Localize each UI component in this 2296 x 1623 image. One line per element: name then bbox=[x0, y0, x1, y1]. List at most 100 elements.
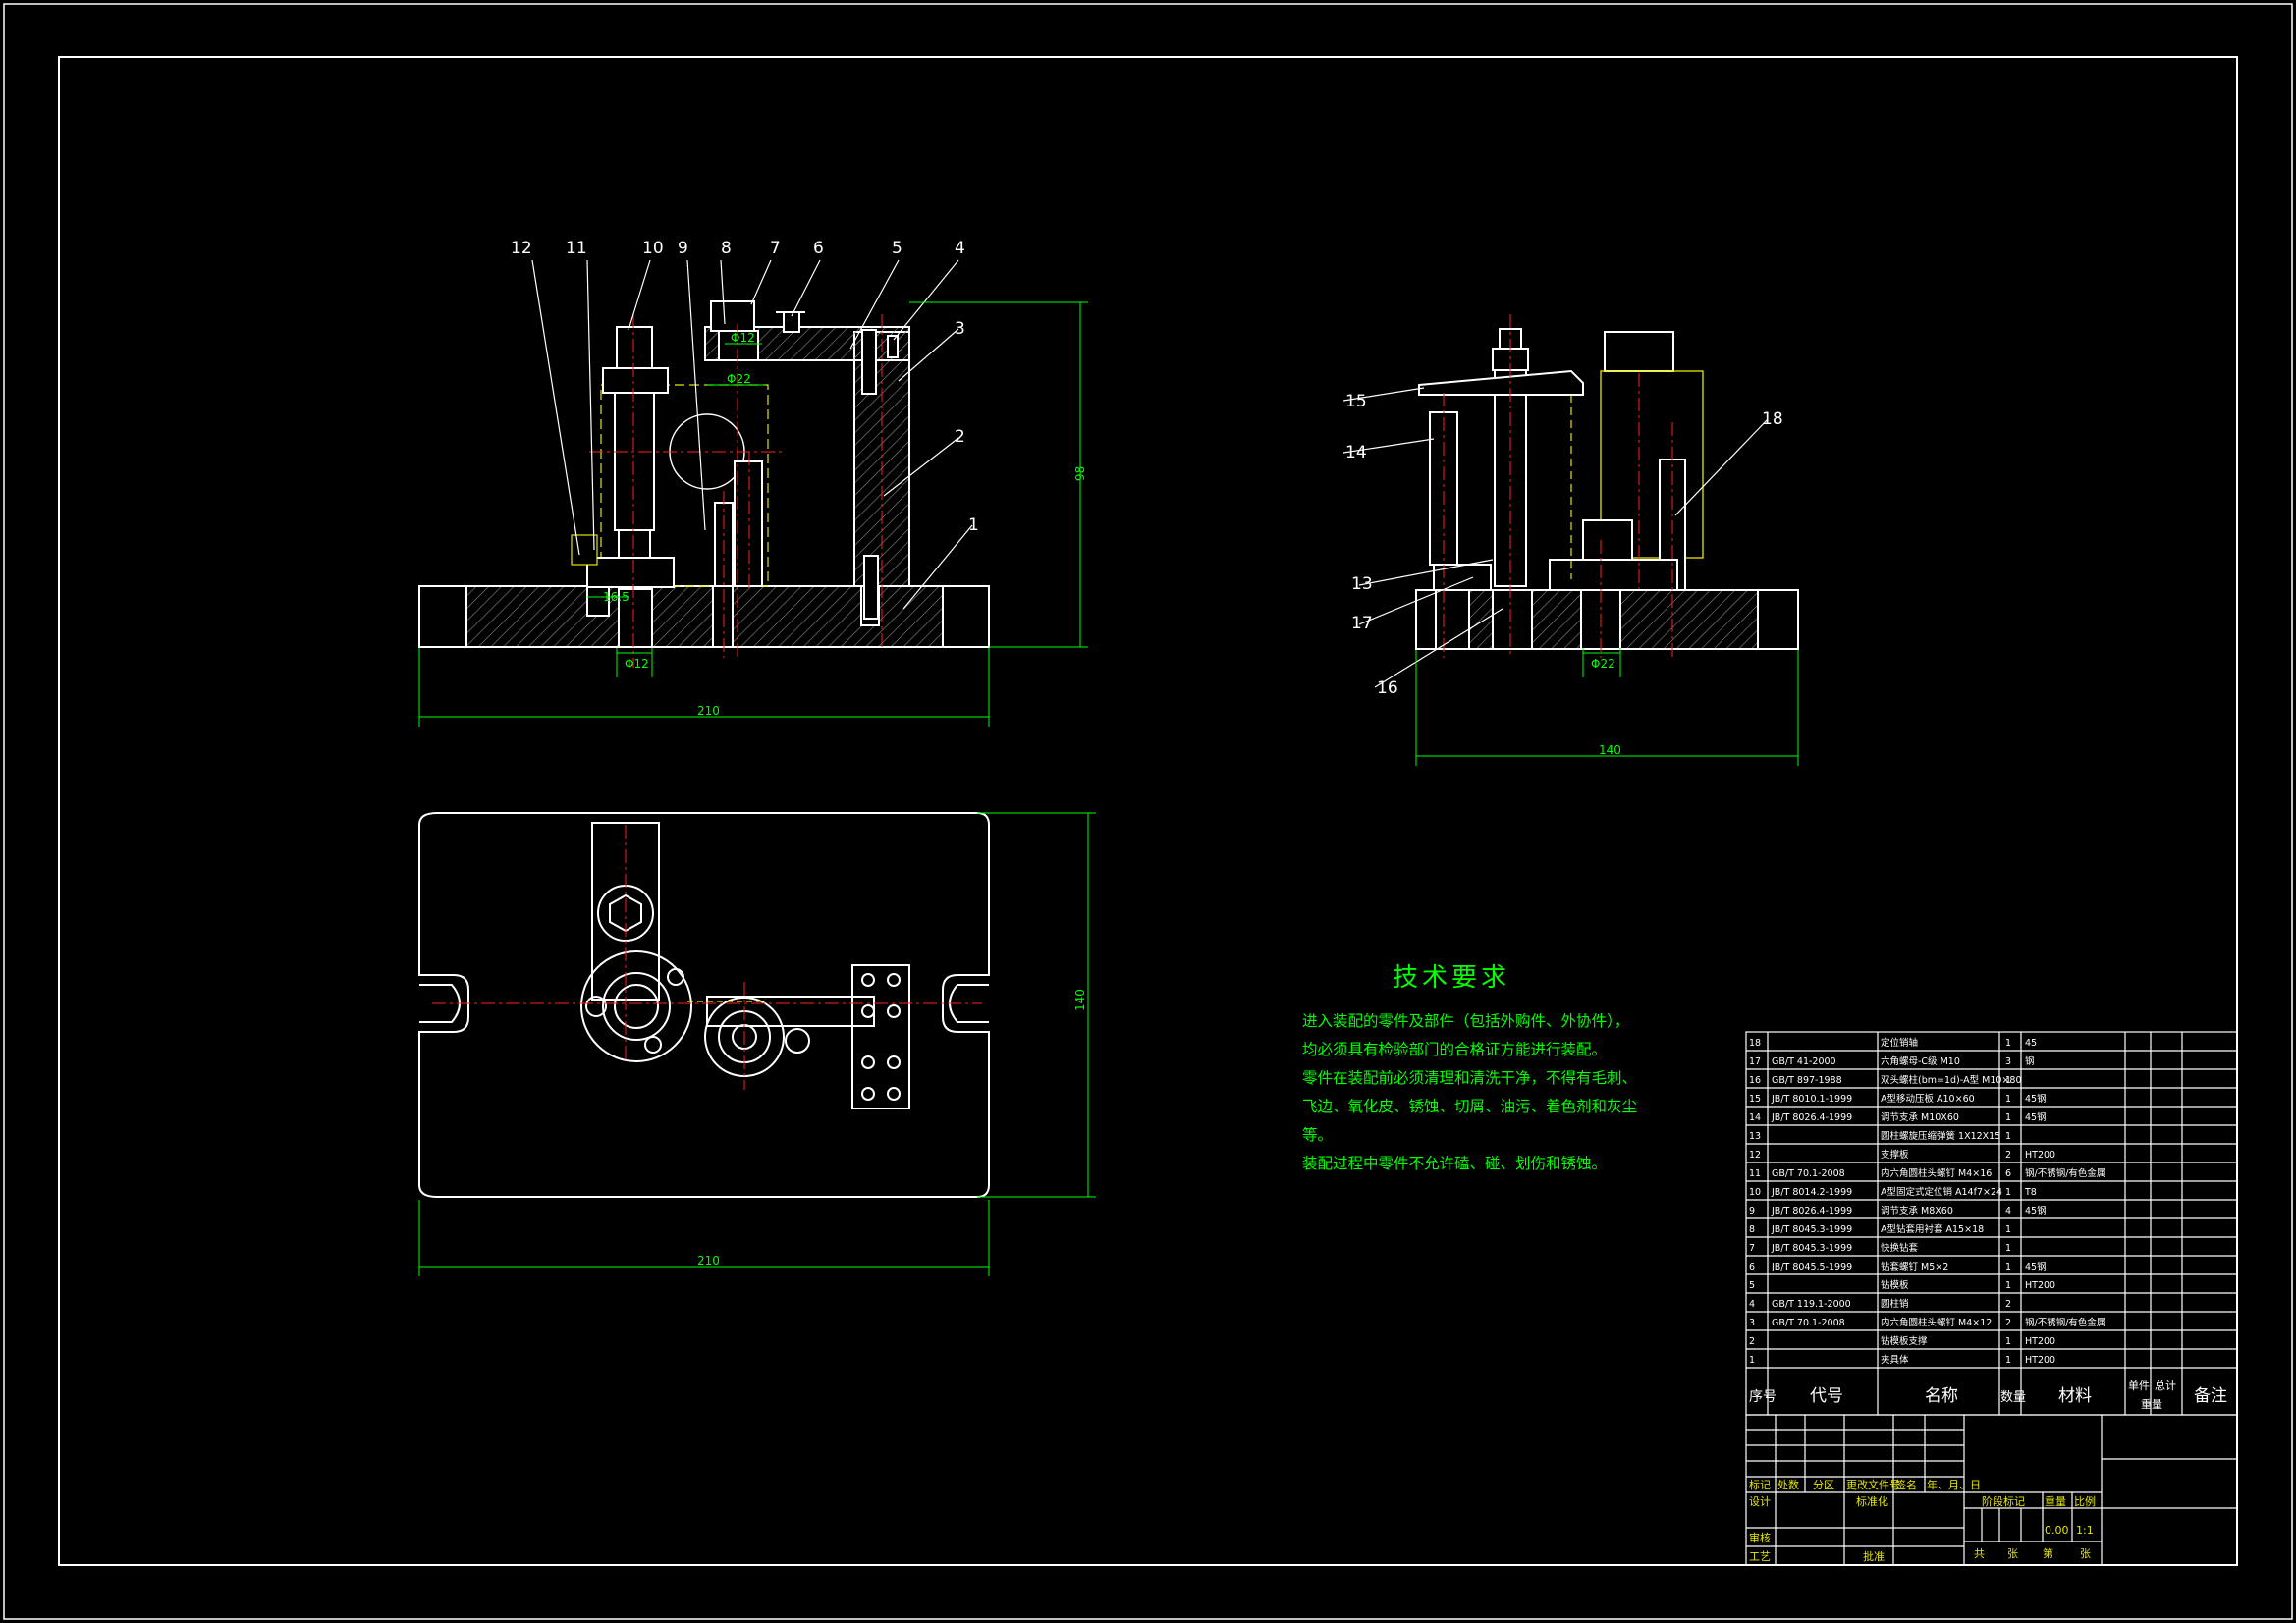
dim-hole-mid: Φ22 bbox=[727, 372, 751, 386]
bom-cell-qty: 1 bbox=[2005, 1336, 2011, 1347]
bom-cell-name: 钻模板 bbox=[1881, 1279, 1909, 1291]
bom-cell-qty: 2 bbox=[2005, 1150, 2011, 1161]
bom-cell-seq: 2 bbox=[1749, 1336, 1755, 1347]
balloon-10: 10 bbox=[642, 239, 664, 258]
balloon-4: 4 bbox=[955, 239, 965, 258]
bom-cell-seq: 13 bbox=[1749, 1131, 1761, 1142]
dim-front-width: 210 bbox=[697, 704, 720, 718]
tb-scale-value: 1:1 bbox=[2076, 1524, 2094, 1537]
bom-cell-seq: 4 bbox=[1749, 1299, 1755, 1310]
bom-cell-name: 钻模板支撑 bbox=[1881, 1335, 1928, 1347]
bom-cell-name: 内六角圆柱头螺钉 M4×12 bbox=[1881, 1317, 1992, 1328]
bom-cell-name: A型移动压板 A10×60 bbox=[1881, 1093, 1975, 1105]
bom-cell-seq: 1 bbox=[1749, 1355, 1755, 1366]
bom-cell-name: 内六角圆柱头螺钉 M4×16 bbox=[1881, 1167, 1992, 1179]
bom-cell-seq: 18 bbox=[1749, 1038, 1761, 1049]
bom-cell-code: GB/T 70.1-2008 bbox=[1772, 1168, 1845, 1179]
bom-cell-code: JB/T 8026.4-1999 bbox=[1771, 1206, 1852, 1217]
bom-header-qty: 数量 bbox=[2000, 1390, 2026, 1405]
bom-cell-name: 六角螺母-C级 M10 bbox=[1881, 1055, 1960, 1067]
tb-label-zone: 分区 bbox=[1813, 1479, 1834, 1491]
tech-line: 零件在装配前必须清理和清洗干净，不得有毛刺、 bbox=[1302, 1069, 1638, 1087]
title-block bbox=[1745, 1414, 2238, 1566]
tech-line: 飞边、氧化皮、锈蚀、切屑、油污、着色剂和灰尘 bbox=[1302, 1098, 1638, 1115]
bom-cell-code: JB/T 8045.5-1999 bbox=[1771, 1262, 1852, 1272]
bom-header-weight: 重量 bbox=[2141, 1397, 2162, 1411]
tb-standardize: 标准化 bbox=[1856, 1494, 1888, 1508]
bom-cell-material: HT200 bbox=[2025, 1336, 2055, 1347]
bom-cell-material: 45 bbox=[2025, 1038, 2037, 1049]
tb-process: 工艺 bbox=[1749, 1550, 1771, 1563]
bom-cell-qty: 1 bbox=[2005, 1075, 2011, 1086]
tb-weight-value: 0.00 bbox=[2045, 1524, 2069, 1537]
bom-cell-seq: 8 bbox=[1749, 1224, 1755, 1235]
bom-cell-name: 支撑板 bbox=[1881, 1149, 1909, 1161]
bom-cell-seq: 3 bbox=[1749, 1318, 1755, 1328]
bom-cell-qty: 1 bbox=[2005, 1038, 2011, 1049]
dim-hole-small: Φ12 bbox=[731, 331, 755, 345]
bom-cell-seq: 5 bbox=[1749, 1280, 1755, 1291]
bom-cell-qty: 3 bbox=[2005, 1056, 2011, 1067]
balloon-1: 1 bbox=[968, 515, 979, 535]
bom-header-remark: 备注 bbox=[2194, 1386, 2227, 1406]
bom-cell-material: 45钢 bbox=[2025, 1111, 2047, 1123]
bom-cell-material: 45钢 bbox=[2025, 1205, 2047, 1217]
tb-sheets-label-2: 张 bbox=[2080, 1547, 2091, 1560]
tb-label-mark: 标记 bbox=[1749, 1478, 1771, 1491]
bom-cell-code: JB/T 8045.3-1999 bbox=[1771, 1224, 1852, 1235]
balloon-15: 15 bbox=[1345, 392, 1367, 411]
tb-label-docno: 更改文件号 bbox=[1846, 1478, 1900, 1491]
bom-header-unit: 单件 bbox=[2128, 1380, 2150, 1392]
front-balloons: 12 11 10 9 8 7 6 5 4 3 2 1 bbox=[511, 239, 979, 535]
front-view bbox=[418, 259, 1088, 727]
bom-cell-code: GB/T 119.1-2000 bbox=[1772, 1299, 1851, 1310]
balloon-2: 2 bbox=[955, 427, 965, 447]
bom-cell-material: 钢/不锈钢/有色金属 bbox=[2025, 1317, 2105, 1328]
side-balloons: 15 14 13 17 16 18 bbox=[1345, 392, 1783, 698]
top-view bbox=[418, 812, 1096, 1276]
tb-sheets-no: 第 bbox=[2043, 1546, 2053, 1560]
bom-cell-seq: 17 bbox=[1749, 1056, 1761, 1067]
bom-cell-material: 钢 bbox=[2025, 1055, 2035, 1067]
bom-cell-code: JB/T 8026.4-1999 bbox=[1771, 1112, 1852, 1123]
balloon-13: 13 bbox=[1351, 574, 1373, 594]
dim-hole-base: Φ12 bbox=[625, 657, 649, 671]
bom-cell-name: 快换钻套 bbox=[1881, 1242, 1919, 1254]
bom-cell-material: 45钢 bbox=[2025, 1093, 2047, 1105]
tb-review: 审核 bbox=[1749, 1531, 1771, 1544]
bom-header-total: 总计 bbox=[2155, 1379, 2176, 1392]
bom-header-name: 名称 bbox=[1925, 1386, 1958, 1406]
bom-cell-seq: 15 bbox=[1749, 1094, 1761, 1105]
balloon-16: 16 bbox=[1377, 678, 1398, 698]
bom-cell-qty: 1 bbox=[2005, 1112, 2011, 1123]
tb-stage-mark: 阶段标记 bbox=[1982, 1494, 2025, 1508]
top-dimensions: 210 140 bbox=[697, 989, 1087, 1268]
bom-cell-material: HT200 bbox=[2025, 1355, 2055, 1366]
bom-cell-qty: 1 bbox=[2005, 1243, 2011, 1254]
balloon-8: 8 bbox=[721, 239, 732, 258]
bom-cell-name: A型钻套用衬套 A15×18 bbox=[1881, 1223, 1984, 1235]
tb-label-date: 年、月、日 bbox=[1927, 1478, 1981, 1491]
bom-cell-qty: 1 bbox=[2005, 1224, 2011, 1235]
tb-sheets-label-1: 张 bbox=[2007, 1547, 2018, 1560]
bom-cell-material: HT200 bbox=[2025, 1280, 2055, 1291]
bom-cell-name: A型固定式定位销 A14f7×24 bbox=[1881, 1186, 2002, 1198]
inner-frame bbox=[58, 56, 2238, 1566]
balloon-14: 14 bbox=[1345, 443, 1367, 462]
bom-cell-material: HT200 bbox=[2025, 1150, 2055, 1161]
bom-cell-qty: 1 bbox=[2005, 1187, 2011, 1198]
bom-cell-seq: 11 bbox=[1749, 1168, 1761, 1179]
bom-cell-material: 45钢 bbox=[2025, 1261, 2047, 1272]
tb-design: 设计 bbox=[1749, 1495, 1771, 1508]
tb-sheets-total: 共 bbox=[1974, 1547, 1985, 1560]
balloon-12: 12 bbox=[511, 239, 532, 258]
bom-header: 序号 代号 名称 数量 材料 单件 总计 重量 备注 bbox=[1749, 1379, 2227, 1411]
tb-scale: 比例 bbox=[2074, 1494, 2096, 1508]
dim-side-width: 140 bbox=[1599, 743, 1621, 757]
bom-cell-seq: 9 bbox=[1749, 1206, 1755, 1217]
balloon-18: 18 bbox=[1762, 409, 1783, 429]
tech-requirements-title: 技术要求 bbox=[1393, 963, 1511, 993]
balloon-3: 3 bbox=[955, 319, 965, 339]
